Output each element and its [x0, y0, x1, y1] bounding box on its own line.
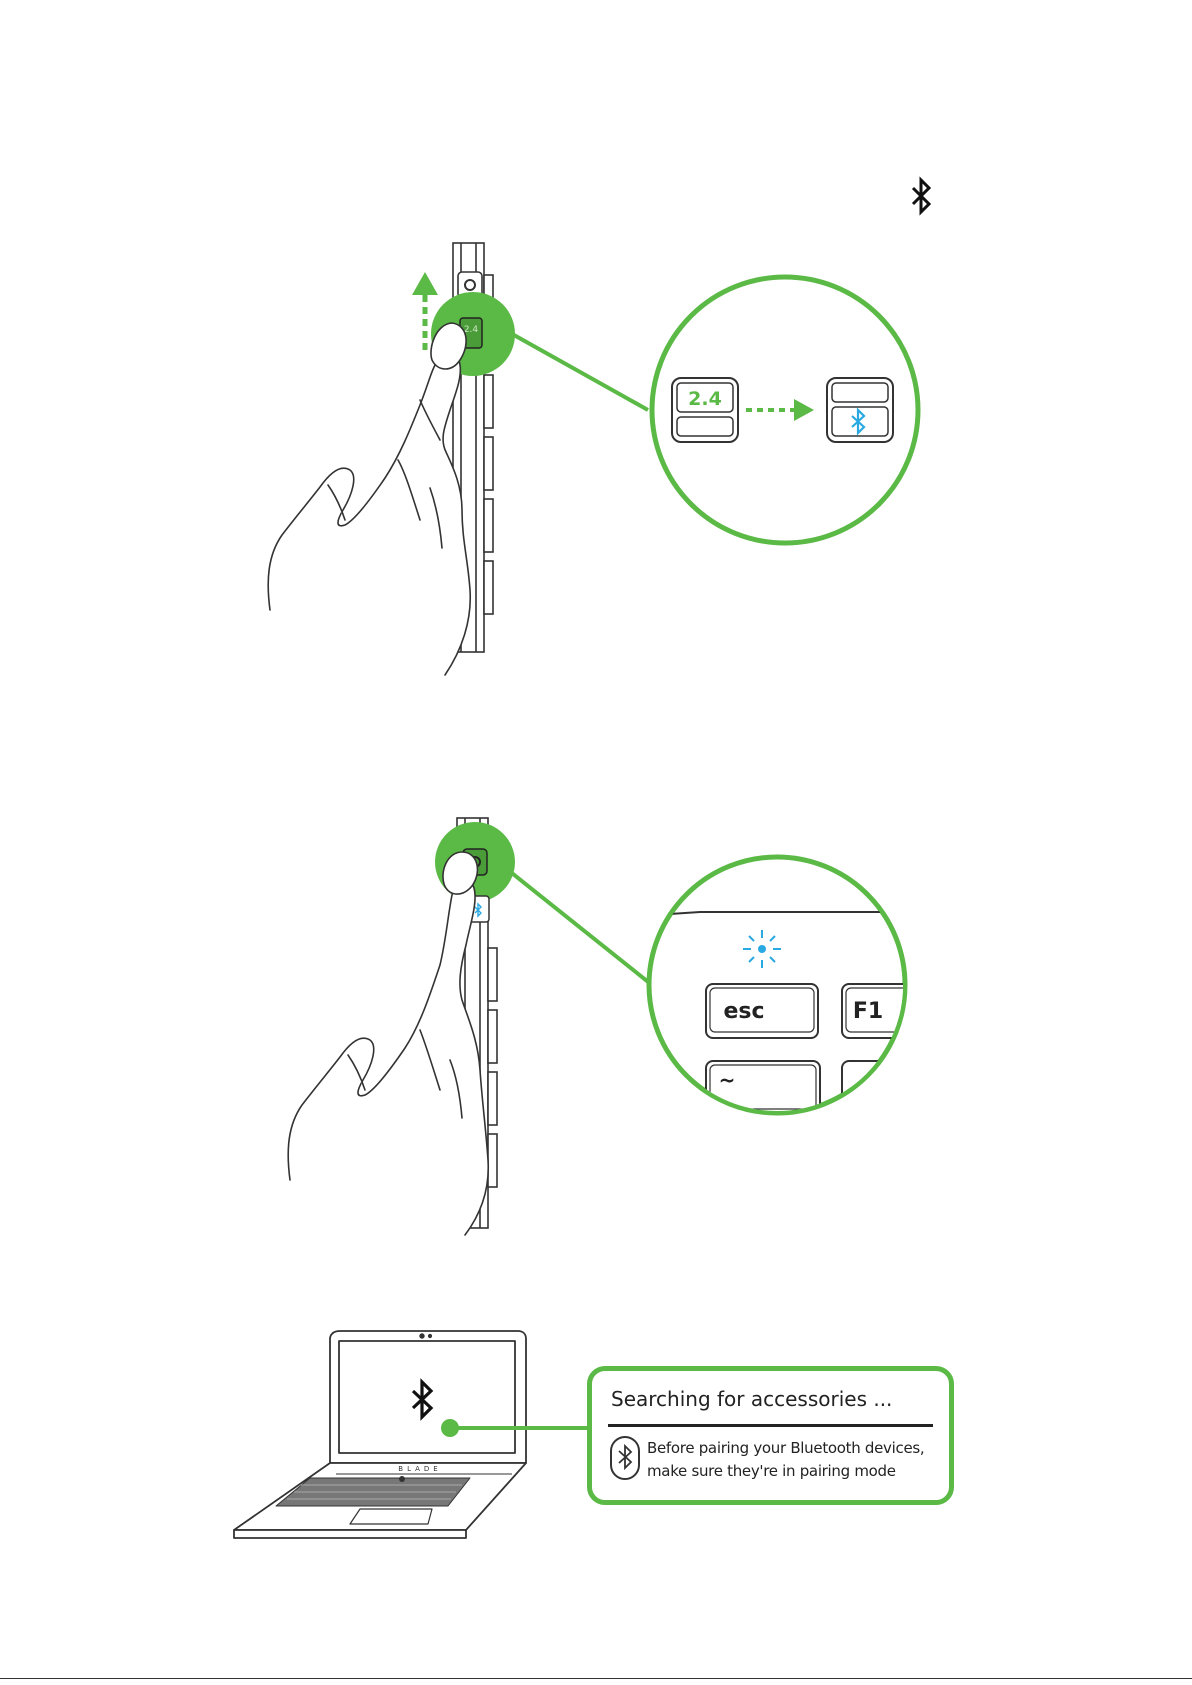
header-bluetooth-icon: [913, 180, 929, 212]
callout-connector-2: [508, 870, 652, 985]
dialog-message-line1: Before pairing your Bluetooth devices,: [647, 1439, 924, 1457]
key-2-4: 2.4: [672, 378, 738, 442]
key-bluetooth: [827, 378, 893, 442]
callout-connector: [505, 330, 648, 410]
key-f1: F1: [842, 984, 922, 1038]
key-tilde-label: ~: [719, 1068, 736, 1092]
page-bottom-rule: [0, 1678, 1192, 1679]
laptop-brand-label: BLADE: [398, 1465, 441, 1473]
key-f1-label: F1: [853, 999, 883, 1024]
laptop-illustration: [234, 1331, 526, 1538]
key-esc-label: esc: [723, 999, 764, 1024]
dialog-bluetooth-icon: [610, 1436, 640, 1480]
dialog-message-line2: make sure they're in pairing mode: [647, 1462, 896, 1480]
svg-text:2.4: 2.4: [464, 325, 479, 335]
hand-illustration: [268, 323, 470, 675]
key-tilde: ~: [706, 1061, 820, 1115]
key-2-4-label: 2.4: [688, 388, 722, 410]
dialog-title: Searching for accessories ...: [611, 1387, 892, 1411]
key-esc: esc: [706, 984, 818, 1038]
step1-illustration: 2.4 2.4: [0, 0, 1192, 700]
dialog-divider: [608, 1424, 933, 1427]
step2-illustration: esc F1 ~: [0, 760, 1192, 1260]
bluetooth-search-dialog: Searching for accessories ... Before pai…: [587, 1366, 954, 1505]
hand-illustration-2: [288, 852, 488, 1235]
